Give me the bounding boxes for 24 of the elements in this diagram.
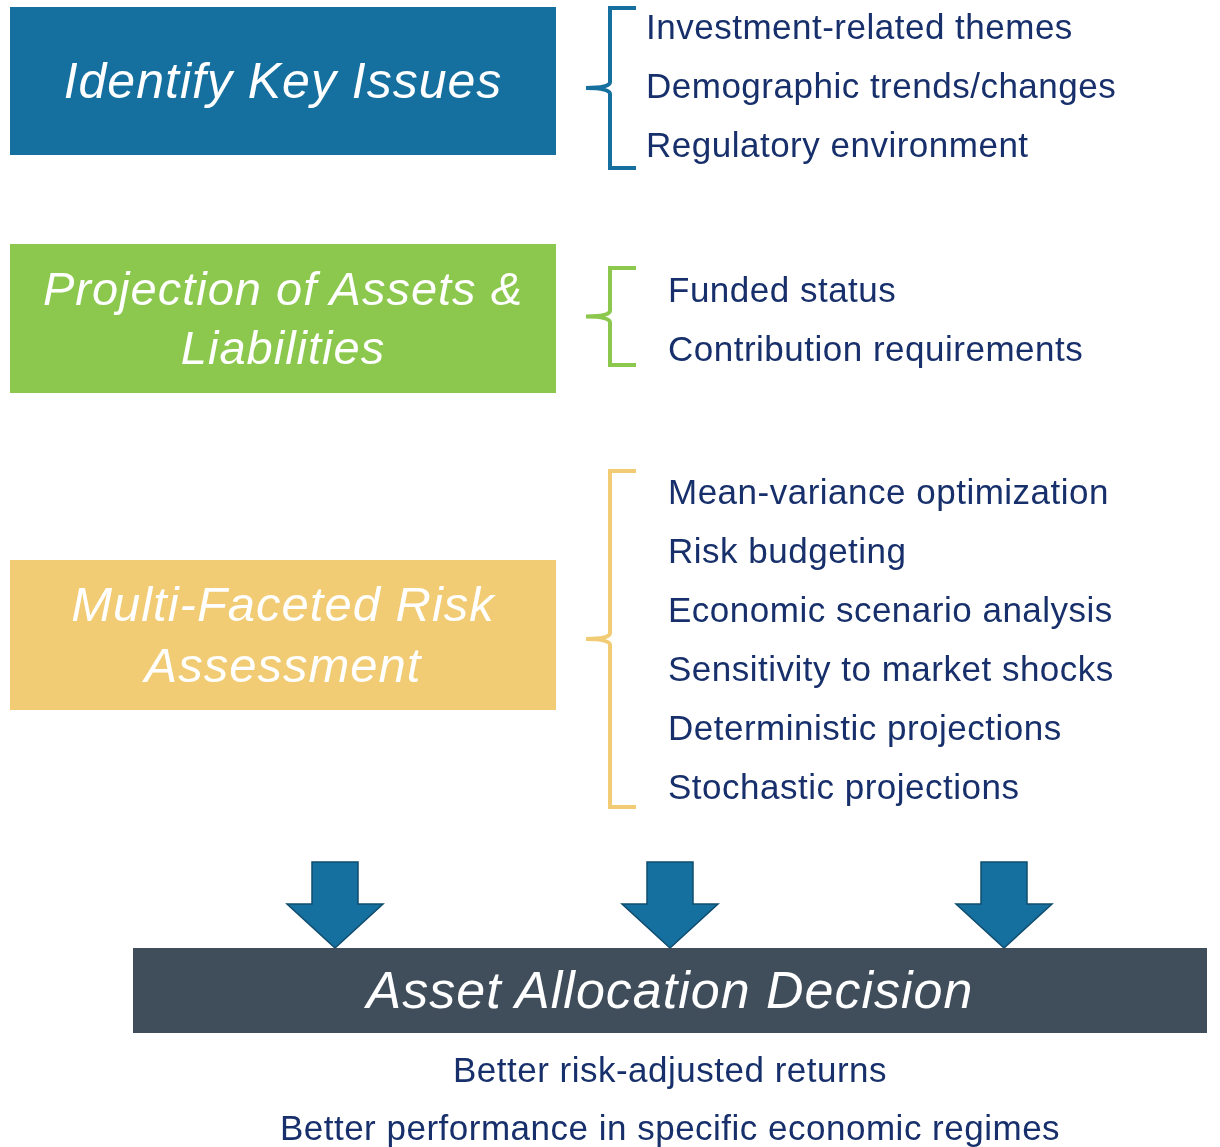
process-box	[10, 244, 556, 393]
bullet-text: Investment-related themes	[646, 7, 1073, 47]
process-box	[133, 948, 1207, 1033]
box-title: Asset Allocation Decision	[363, 960, 975, 1021]
bullet-text: Contribution requirements	[668, 329, 1084, 369]
bullet-text: Sensitivity to market shocks	[668, 649, 1114, 689]
box-title: Identify Key Issues	[62, 51, 504, 111]
outcome-text: Better risk-adjusted returns	[451, 1049, 889, 1091]
bullet-text: Demographic trends/changes	[646, 66, 1117, 106]
bullet-text: Risk budgeting	[668, 531, 907, 571]
bullet-text: Mean-variance optimization	[668, 472, 1109, 512]
bullet-text: Stochastic projections	[668, 767, 1020, 807]
process-box	[10, 7, 556, 155]
down-arrow	[954, 861, 1054, 949]
down-arrow	[285, 861, 385, 949]
outcome-text: Better performance in specific economic regimes	[278, 1107, 1062, 1147]
process-box	[10, 560, 556, 710]
bullet-text: Economic scenario analysis	[668, 590, 1113, 630]
down-arrow	[620, 861, 720, 949]
box-title: Projection of Assets & Liabilities	[42, 260, 524, 376]
box-title: Multi-Faceted Risk Assessment	[70, 575, 497, 694]
bullet-text: Regulatory environment	[646, 125, 1029, 165]
bullet-text: Funded status	[668, 270, 897, 310]
bullet-text: Deterministic projections	[668, 708, 1062, 748]
